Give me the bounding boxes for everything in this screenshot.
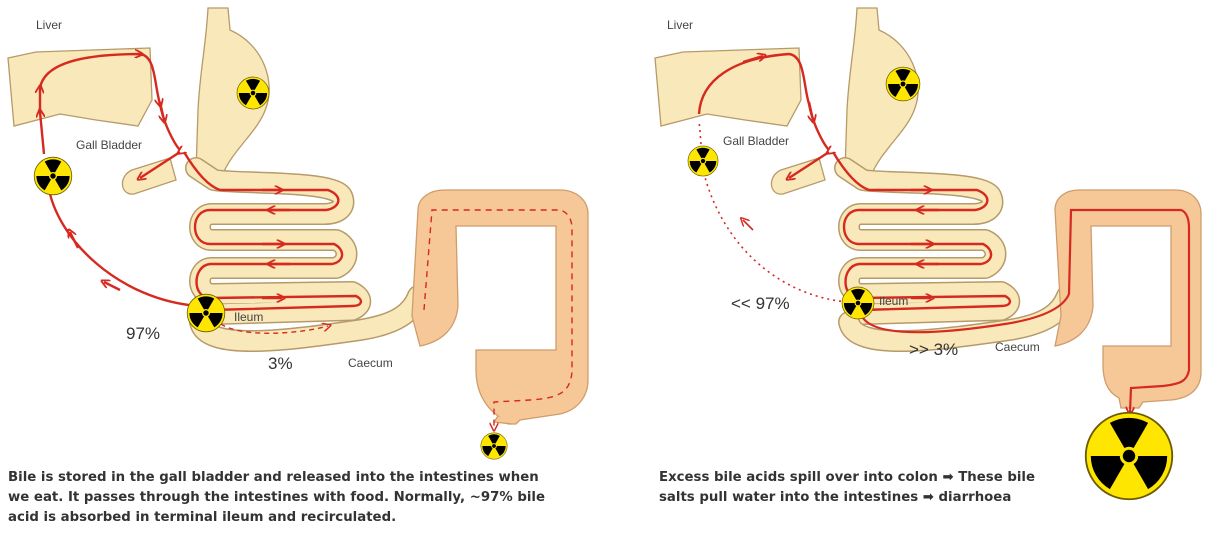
recirculation-arrow xyxy=(48,184,198,306)
caecum-label: Caecum xyxy=(995,340,1040,354)
gall-bladder xyxy=(771,158,825,194)
left-panel-normal: Liver Gall Bladder Ileum Caecum 97% 3% B… xyxy=(0,0,602,556)
left-caption: Bile is stored in the gall bladder and r… xyxy=(8,468,548,528)
ileum-label: Ileum xyxy=(234,310,263,324)
colon xyxy=(412,190,588,424)
excreted-percent: 3% xyxy=(268,354,293,374)
gall-bladder xyxy=(122,158,176,194)
gall-bladder-label: Gall Bladder xyxy=(76,138,142,152)
right-panel-bile-acid-diarrhoea: Liver Gall Bladder Ileum Caecum << 97% >… xyxy=(603,0,1205,556)
ileum-label: Ileum xyxy=(879,294,908,308)
excreted-percent: >> 3% xyxy=(909,340,958,360)
caecum-label: Caecum xyxy=(348,356,393,370)
liver-label: Liver xyxy=(36,18,62,32)
liver-label: Liver xyxy=(667,18,693,32)
right-caption: Excess bile acids spill over into colon … xyxy=(659,468,1059,508)
gall-bladder-label: Gall Bladder xyxy=(723,134,789,148)
radiation-icon-stool xyxy=(481,431,509,459)
radiation-icon-portal xyxy=(34,154,74,194)
radiation-icon-stool-large xyxy=(1086,406,1177,499)
radiation-icon-portal xyxy=(688,144,720,176)
reabsorbed-percent: << 97% xyxy=(731,294,790,314)
reabsorbed-percent: 97% xyxy=(126,324,160,344)
colon xyxy=(1055,190,1201,408)
liver xyxy=(655,48,801,126)
